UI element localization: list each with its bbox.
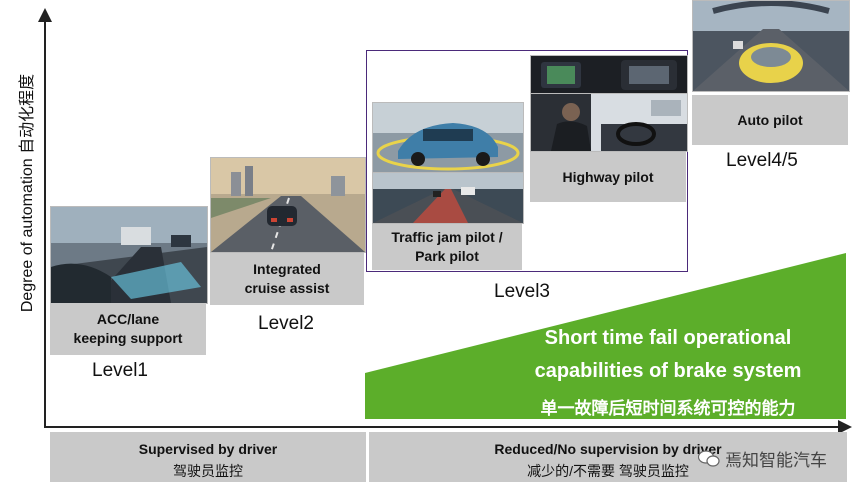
level45-label: Level4/5 [726,150,798,171]
highway-photo-driver [530,93,688,152]
y-axis-label: Degree of automation 自动化程度 [19,73,36,313]
level2-function-box: Integrated cruise assist [210,253,364,305]
level3-box-line: Park pilot [415,248,479,264]
supervised-cn: 驾驶员监控 [173,463,243,479]
wedge-text-line2: capabilities of brake system [534,360,802,382]
chat-bubble-icon [698,449,720,467]
fail-operational-wedge [365,253,846,419]
level45-function-box: Auto pilot [692,95,848,145]
level3-box-line: Traffic jam pilot / [391,229,503,245]
highway-photo-dashboard [530,55,688,95]
level1-function-box: ACC/lane keeping support [50,303,206,355]
supervised-en: Supervised by driver [138,441,278,457]
level1-box-line: ACC/lane [96,311,160,327]
highway-box-line: Highway pilot [562,168,654,185]
highway-function-box: Highway pilot [530,152,686,202]
y-axis [44,18,46,428]
supervised-bar: Supervised by driver 驾驶员监控 [50,432,366,482]
level3-photo-bottom [372,172,524,224]
y-axis-arrow [38,8,52,22]
level3-label: Level3 [494,281,550,302]
level3-frame [366,50,688,272]
level2-box-line: cruise assist [244,280,330,296]
level45-photo [692,0,850,92]
level1-label: Level1 [92,360,148,381]
level1-box-line: keeping support [73,330,183,346]
watermark: 焉知智能汽车 [698,446,827,471]
reduced-supervision-cn: 减少的/不需要 驾驶员监控 [527,463,689,479]
level45-box-line: Auto pilot [737,111,803,128]
level3-photo-top [372,102,524,174]
level2-photo [210,157,366,253]
level3-function-box: Traffic jam pilot / Park pilot [372,224,522,270]
wedge-text-line1: Short time fail operational [544,327,792,349]
x-axis [44,426,840,428]
level2-label: Level2 [258,313,314,334]
watermark-text: 焉知智能汽车 [725,451,827,470]
reduced-supervision-bar: Reduced/No supervision by driver 减少的/不需要… [369,432,847,482]
level2-box-line: Integrated [253,261,321,277]
level1-photo [50,206,208,304]
x-axis-arrow [838,420,852,434]
wedge-text-line3: 单一故障后短时间系统可控的能力 [540,399,796,418]
reduced-supervision-en: Reduced/No supervision by driver [494,441,722,457]
